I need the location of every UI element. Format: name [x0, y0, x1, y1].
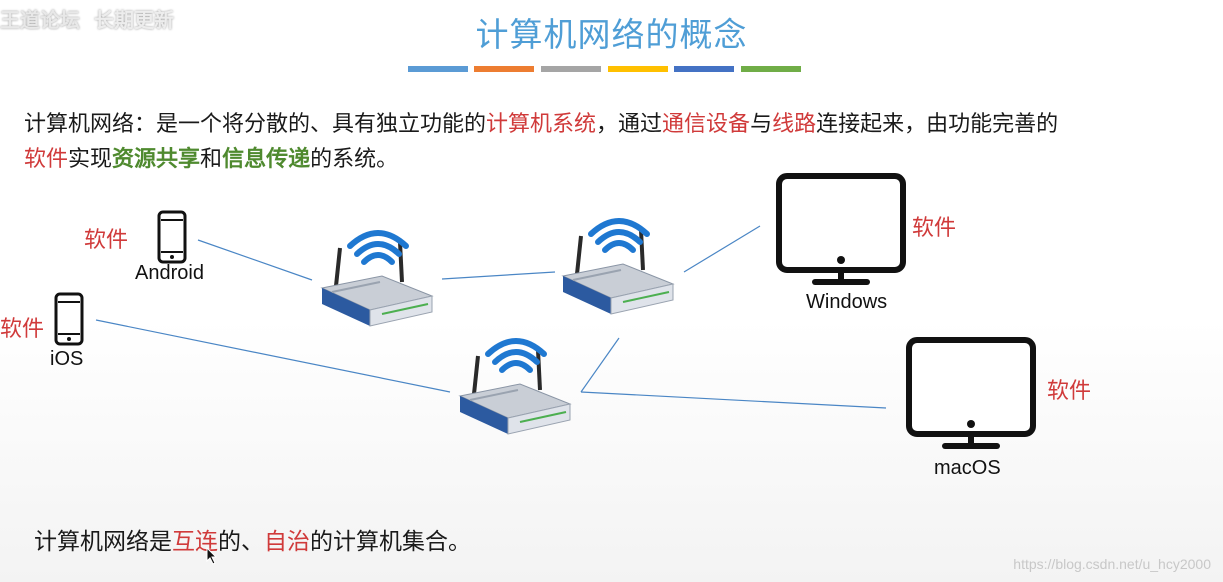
ios-software-label: 软件	[0, 317, 45, 342]
android-phone-icon	[157, 210, 187, 264]
watermark-top: 王道论坛长期更新	[0, 4, 174, 33]
link-router2-windows	[683, 225, 761, 273]
color-bar	[408, 66, 468, 72]
link-ios-router3	[95, 319, 451, 393]
def-text-7: 的系统。	[310, 147, 399, 172]
color-bar	[541, 66, 601, 72]
watermark-text-2: 长期更新	[94, 8, 174, 32]
def-text-2: ，通过	[596, 112, 663, 137]
android-label: Android	[135, 262, 204, 284]
color-bar	[741, 66, 801, 72]
conclusion-text-1: 计算机网络是	[34, 529, 172, 555]
android-software-label: 软件	[84, 228, 129, 253]
link-router2-router3	[580, 337, 620, 393]
windows-label: Windows	[806, 291, 888, 313]
windows-software-label: 软件	[912, 216, 957, 241]
link-router1-router2	[441, 271, 556, 280]
def-highlight-line: 线路	[772, 112, 817, 137]
def-text-4: 连接起来，由功能完善的	[816, 112, 1059, 137]
macos-monitor-icon	[909, 340, 1033, 446]
router-1	[322, 233, 432, 326]
macos-software-label: 软件	[1047, 379, 1092, 404]
def-text-6: 和	[200, 147, 223, 172]
definition-paragraph: 计算机网络：是一个将分散的、具有独立功能的计算机系统，通过通信设备与线路连接起来…	[24, 108, 1199, 177]
ios-phone-icon	[54, 292, 84, 346]
router-3	[460, 341, 570, 434]
macos-label: macOS	[934, 457, 1001, 479]
def-highlight-software: 软件	[24, 147, 69, 172]
def-text-1: 计算机网络：是一个将分散的、具有独立功能的	[24, 112, 487, 137]
def-highlight-info-transfer: 信息传递	[222, 146, 311, 172]
conclusion-sentence: 计算机网络是互连的、自治的计算机集合。	[34, 522, 471, 556]
color-bar	[608, 66, 668, 72]
conclusion-text-2: 的、	[218, 529, 264, 555]
footer-watermark: https://blog.csdn.net/u_hcy2000	[1013, 556, 1211, 572]
connection-lines	[95, 225, 887, 409]
mouse-cursor-icon	[206, 547, 218, 565]
color-bar	[674, 66, 734, 72]
def-highlight-computer-system: 计算机系统	[486, 112, 597, 137]
conclusion-text-3: 的计算机集合。	[310, 529, 471, 555]
def-text-5: 实现	[68, 147, 113, 172]
def-highlight-comm-device: 通信设备	[662, 112, 751, 137]
ios-label: iOS	[50, 348, 84, 370]
def-text-3: 与	[750, 112, 773, 137]
conclusion-highlight-autonomous: 自治	[264, 529, 310, 555]
link-android-router1	[197, 239, 313, 281]
def-highlight-resource-sharing: 资源共享	[112, 146, 201, 172]
router-2	[563, 221, 673, 314]
link-router3-macos	[580, 391, 887, 409]
watermark-text-1: 王道论坛	[0, 8, 80, 32]
page-title: 计算机网络的概念	[475, 15, 748, 54]
windows-monitor-icon	[779, 176, 903, 282]
color-bar	[474, 66, 534, 72]
